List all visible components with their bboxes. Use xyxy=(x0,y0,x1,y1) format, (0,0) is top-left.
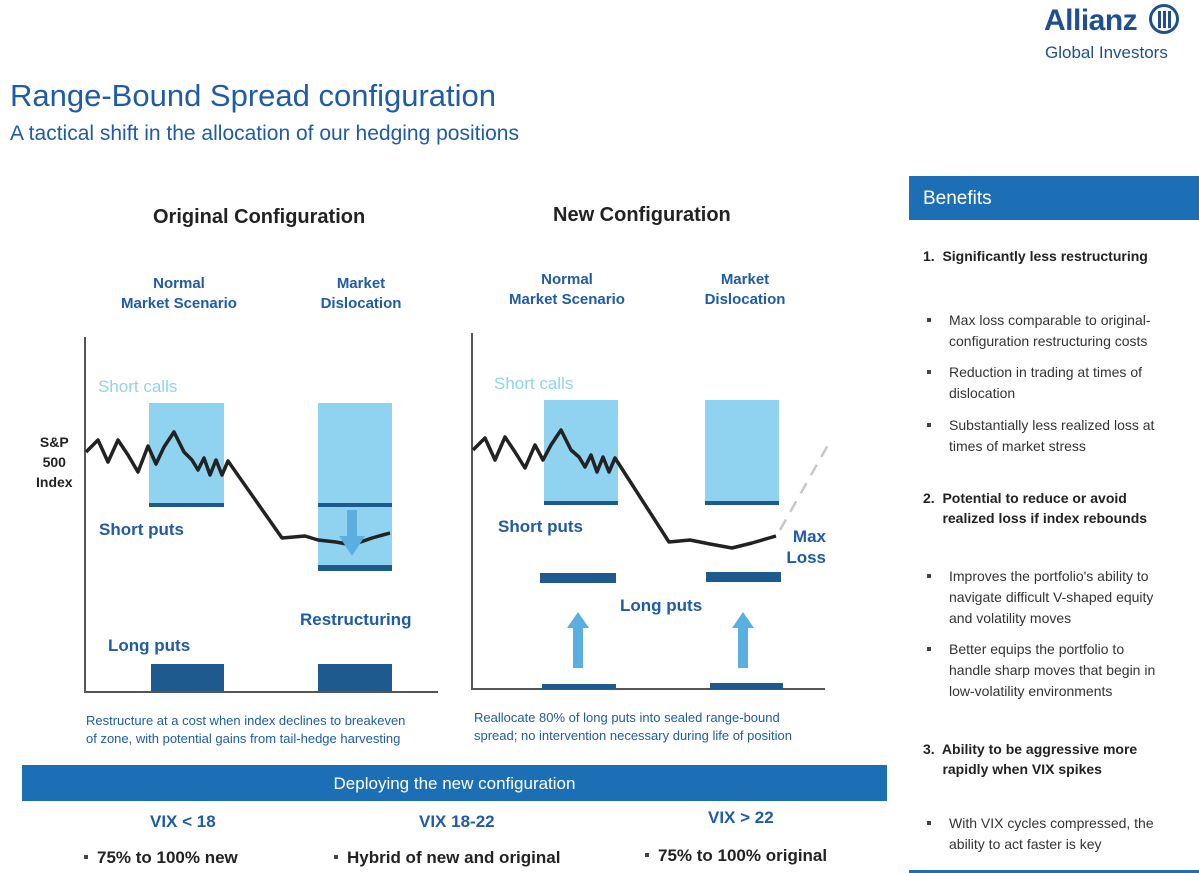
vix-low-heading: VIX < 18 xyxy=(150,812,216,831)
benefit-2-bullet-2-text: Better equips the portfolio to handle sh… xyxy=(949,641,1156,699)
rebound-dashed-line xyxy=(778,444,830,531)
benefit-1-heading: 1. Significantly less restructuring xyxy=(923,248,1148,264)
original-x-axis xyxy=(84,691,438,693)
original-index-path xyxy=(84,430,391,547)
bullet-icon xyxy=(334,854,338,859)
original-short-put-line-dislocation xyxy=(318,503,392,507)
vix-low-text: 75% to 100% new xyxy=(97,848,238,867)
new-index-path xyxy=(471,428,777,550)
vix-high-heading: VIX > 22 xyxy=(708,808,774,827)
new-short-put-line-normal xyxy=(544,501,618,505)
bullet-icon xyxy=(927,821,931,825)
vix-high-item: 75% to 100% original xyxy=(645,846,827,866)
benefit-1-bullet-1: Max loss comparable to original- configu… xyxy=(927,310,1151,352)
restructuring-down-arrow xyxy=(339,510,365,556)
benefit-1-bullet-1-text: Max loss comparable to original- configu… xyxy=(949,312,1151,349)
benefit-1-bullet-3: Substantially less realized loss at time… xyxy=(927,415,1155,457)
benefit-3-bullet-1-text: With VIX cycles compressed, the ability … xyxy=(949,815,1154,852)
benefit-1-bullet-2-text: Reduction in trading at times of disloca… xyxy=(949,364,1142,401)
new-short-put-line-dislocation xyxy=(705,501,779,505)
diagram-lines xyxy=(84,428,830,668)
benefit-1-bullet-3-text: Substantially less realized loss at time… xyxy=(949,417,1155,454)
benefit-1-bullet-2: Reduction in trading at times of disloca… xyxy=(927,362,1142,404)
original-config-heading: Original Configuration xyxy=(153,206,366,228)
original-short-put-line-lower xyxy=(318,565,392,571)
benefits-bottom-rule xyxy=(909,870,1199,873)
new-scenario-normal: Normal Market Scenario xyxy=(509,271,625,308)
allianz-eagle-icon xyxy=(1149,4,1180,34)
new-short-puts-label: Short puts xyxy=(498,517,583,536)
original-scenario-dislocation: Market Dislocation xyxy=(320,275,402,312)
new-config-heading: New Configuration xyxy=(553,204,731,226)
original-scenario-normal: Normal Market Scenario xyxy=(121,275,237,312)
logo-subtitle: Global Investors xyxy=(1045,43,1168,62)
page-title: Range-Bound Spread configuration xyxy=(10,78,497,113)
vix-mid-heading: VIX 18-22 xyxy=(419,812,495,831)
reallocate-up-arrow-normal xyxy=(567,612,589,668)
new-max-loss-label: Max Loss xyxy=(786,527,826,567)
bullet-icon xyxy=(645,852,649,857)
vix-high-text: 75% to 100% original xyxy=(658,846,828,865)
deploy-banner: Deploying the new configuration xyxy=(22,765,887,801)
logo-name: Allianz xyxy=(1044,4,1138,37)
benefit-2-bullet-2: Better equips the portfolio to handle sh… xyxy=(927,639,1156,702)
new-residual-long-puts-dislocation xyxy=(710,683,783,689)
new-long-puts-dislocation-bar xyxy=(706,572,781,582)
new-short-calls-dislocation-box xyxy=(705,400,779,503)
bullet-icon xyxy=(927,423,931,427)
original-y-axis xyxy=(84,337,86,692)
new-short-calls-label: Short calls xyxy=(494,374,574,393)
reallocate-up-arrow-dislocation xyxy=(732,612,754,668)
benefits-header: Benefits xyxy=(909,176,1199,220)
vix-mid-text: Hybrid of new and original xyxy=(347,848,561,867)
original-short-puts-label: Short puts xyxy=(99,520,184,539)
sp500-index-label: S&P 500 Index xyxy=(36,434,73,490)
logo: Allianz xyxy=(1044,4,1180,38)
bullet-icon xyxy=(927,370,931,374)
original-restructuring-label: Restructuring xyxy=(300,610,412,629)
original-short-put-line-normal xyxy=(149,503,224,507)
benefit-3-heading: 3. Ability to be aggressive more rapidly… xyxy=(923,741,1138,777)
bullet-icon xyxy=(84,854,88,859)
bullet-icon xyxy=(927,647,931,651)
original-caption: Restructure at a cost when index decline… xyxy=(86,713,406,746)
original-long-puts-dislocation-bar xyxy=(318,664,392,691)
new-scenario-dislocation: Market Dislocation xyxy=(704,271,786,308)
new-x-axis xyxy=(471,688,825,690)
bullet-icon xyxy=(927,574,931,578)
benefit-2-bullet-1: Improves the portfolio's ability to navi… xyxy=(927,566,1154,629)
original-long-puts-label: Long puts xyxy=(108,636,191,655)
new-long-puts-normal-bar xyxy=(540,573,616,583)
original-long-puts-normal-bar xyxy=(151,664,224,691)
new-residual-long-puts-normal xyxy=(542,684,616,689)
new-long-puts-label: Long puts xyxy=(620,596,703,615)
vix-mid-item: Hybrid of new and original xyxy=(334,848,560,868)
benefit-3-bullet-1: With VIX cycles compressed, the ability … xyxy=(927,813,1154,855)
benefit-2-bullet-1-text: Improves the portfolio's ability to navi… xyxy=(949,568,1154,626)
vix-low-item: 75% to 100% new xyxy=(84,848,238,868)
new-short-calls-normal-box xyxy=(544,400,618,503)
original-short-calls-label: Short calls xyxy=(98,377,178,396)
bullet-icon xyxy=(927,318,931,322)
benefit-2-heading: 2. Potential to reduce or avoid realized… xyxy=(923,490,1148,526)
page-subtitle: A tactical shift in the allocation of ou… xyxy=(10,122,519,145)
new-caption: Reallocate 80% of long puts into sealed … xyxy=(474,710,792,743)
new-y-axis xyxy=(471,333,473,689)
